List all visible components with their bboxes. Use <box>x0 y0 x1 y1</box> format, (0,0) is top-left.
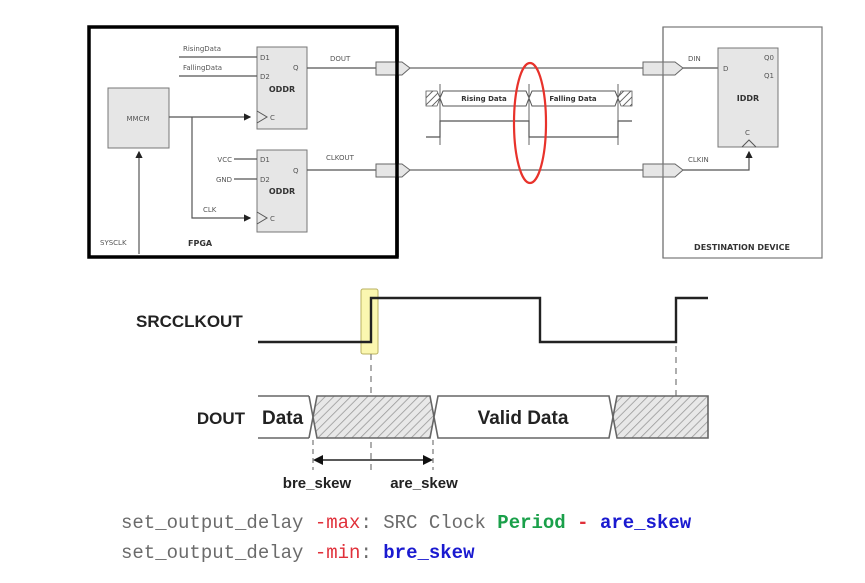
invalid-window-2 <box>612 395 709 439</box>
bre-skew-label: bre_skew <box>283 475 352 492</box>
oddr-data-label: ODDR <box>269 85 295 94</box>
mini-falling-label: Falling Data <box>549 95 597 103</box>
destination-device: DIN CLKIN D Q0 Q1 IDDR C DESTINATION DEV… <box>642 26 823 259</box>
bre-skew-keyword: bre_skew <box>383 542 475 564</box>
clkout-output-buffer <box>375 163 411 178</box>
iddr-label: IDDR <box>737 94 759 103</box>
q0-pin-label: Q0 <box>764 54 774 62</box>
invalid-window-1 <box>312 395 435 439</box>
d2-pin-label: D2 <box>260 73 270 81</box>
dout-signal-label: DOUT <box>197 409 246 428</box>
q-pin-label: Q <box>293 167 299 175</box>
mini-clock-waveform <box>426 120 632 138</box>
command-text: set_output_delay <box>121 512 315 534</box>
rising-data-label: RisingData <box>183 45 221 53</box>
clock-pin-triangle <box>256 211 268 225</box>
clock-pin-triangle <box>256 110 268 124</box>
data-segment-label: Data <box>262 408 304 429</box>
valid-data-label: Valid Data <box>478 408 569 429</box>
mmcm-label: MMCM <box>126 115 149 123</box>
mini-invalid-left <box>425 90 441 107</box>
minus-operator: - <box>565 512 600 534</box>
period-keyword: Period <box>497 512 566 534</box>
falling-data-label: FallingData <box>183 64 222 72</box>
clk-wire-oddr2 <box>191 117 252 222</box>
src-clock-text: SRC Clock <box>383 512 498 534</box>
clock-edge-highlight <box>360 288 379 355</box>
max-option: -max <box>314 512 361 534</box>
iddr-block <box>717 47 779 148</box>
c-pin-label: C <box>270 114 275 122</box>
are-skew-label: are_skew <box>390 475 458 492</box>
d1-pin-label: D1 <box>260 54 270 62</box>
valid-data-segment <box>433 395 614 439</box>
c-pin-label: C <box>745 129 750 137</box>
min-option: -min <box>314 542 361 564</box>
mmcm-block <box>107 87 170 149</box>
destination-label: DESTINATION DEVICE <box>694 243 790 252</box>
srcclkout-label: SRCCLKOUT <box>136 312 243 331</box>
gnd-label: GND <box>216 176 232 184</box>
min-delay-constraint: set_output_delay -min: bre_skew <box>121 542 474 564</box>
d1-pin-label: D1 <box>260 156 270 164</box>
din-label: DIN <box>688 55 701 63</box>
timing-diagram: SRCCLKOUT DOUT Data Valid Data bre_skew … <box>136 288 709 492</box>
sysclk-label: SYSCLK <box>100 239 127 247</box>
max-delay-constraint: set_output_delay -max: SRC Clock Period … <box>121 512 691 534</box>
d-pin-label: D <box>723 65 728 73</box>
mini-invalid-right <box>617 90 633 107</box>
dout-output-buffer <box>375 61 411 76</box>
fpga-label: FPGA <box>188 239 213 248</box>
d2-pin-label: D2 <box>260 176 270 184</box>
clkout-label: CLKOUT <box>326 154 355 162</box>
clock-pin-triangle <box>741 139 757 148</box>
mini-timing-diagram: Rising Data Falling Data <box>425 84 633 145</box>
clkin-label: CLKIN <box>688 156 709 164</box>
colon-text: : <box>360 542 384 564</box>
arrow-left-icon <box>313 455 323 465</box>
q-pin-label: Q <box>293 64 299 72</box>
colon-text: : <box>360 512 384 534</box>
q1-pin-label: Q1 <box>764 72 774 80</box>
srcclkout-waveform <box>258 296 708 344</box>
clk-label: CLK <box>203 206 217 214</box>
edge-alignment-highlight <box>512 61 548 185</box>
oddr-clock-label: ODDR <box>269 187 295 196</box>
are-skew-keyword: are_skew <box>599 512 692 534</box>
oddr-clock: VCC GND D1 D2 Q ODDR C CLKOUT <box>216 149 376 233</box>
vcc-label: VCC <box>217 156 232 164</box>
clkin-wire <box>683 150 753 171</box>
c-pin-label: C <box>270 215 275 223</box>
command-text: set_output_delay <box>121 542 315 564</box>
fpga-block: MMCM SYSCLK FPGA CLK RisingData FallingD… <box>87 25 399 259</box>
oddr-data: RisingData FallingData D1 D2 Q ODDR C DO… <box>179 45 376 130</box>
dout-label: DOUT <box>330 55 351 63</box>
mini-rising-label: Rising Data <box>461 95 507 103</box>
arrow-right-icon <box>423 455 433 465</box>
